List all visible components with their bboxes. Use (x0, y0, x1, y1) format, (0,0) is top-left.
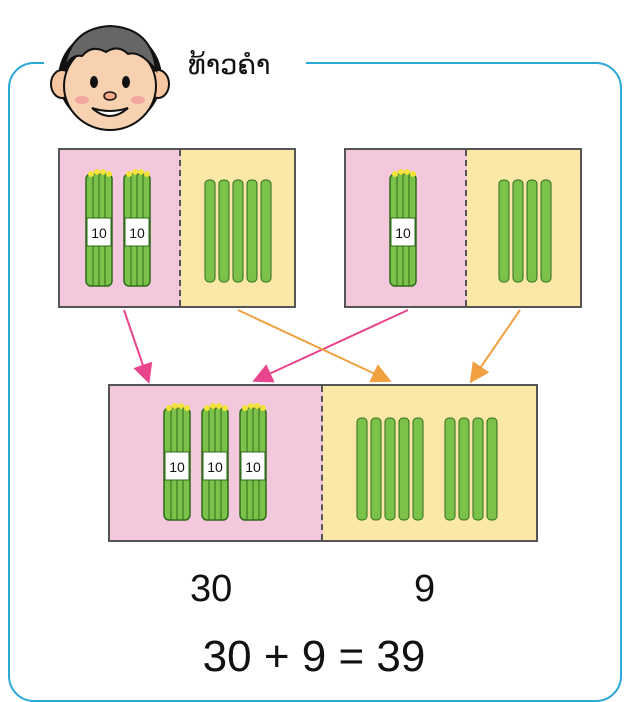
arrow-ones-left (237, 309, 392, 383)
ten-bundle: 10 (162, 402, 192, 522)
top-left-place-value-box: 10 10 (58, 148, 296, 308)
top-right-place-value-box: 10 (344, 148, 582, 308)
ten-bundle: 10 (122, 168, 152, 288)
tens-value: 30 (190, 568, 233, 610)
ten-bundle: 10 (238, 402, 268, 522)
arrow-tens-right (252, 309, 409, 383)
bundle-label: 10 (129, 225, 145, 241)
top-right-tens-area: 10 (346, 150, 467, 306)
ones-sticks-4 (443, 416, 499, 522)
combined-place-value-box: 10 10 10 (108, 384, 538, 542)
ten-bundle: 10 (388, 168, 418, 288)
top-left-tens-area: 10 10 (60, 150, 181, 306)
ones-sticks-4 (497, 178, 553, 284)
bundle-label: 10 (169, 459, 185, 475)
boy-face-icon (40, 14, 180, 134)
arrow-tens-left (123, 309, 153, 384)
ones-sticks-5 (355, 416, 425, 522)
ten-bundle: 10 (200, 402, 230, 522)
character-name: ທ້າວຄໍາ (188, 50, 271, 80)
arrow-ones-right (469, 309, 521, 384)
equation: 30 + 9 = 39 (202, 632, 426, 681)
ones-value: 9 (414, 568, 436, 610)
combined-tens-area: 10 10 10 (110, 386, 323, 540)
top-left-ones-area (180, 150, 294, 306)
bundle-label: 10 (395, 225, 411, 241)
ten-bundle: 10 (84, 168, 114, 288)
combined-ones-area (323, 386, 536, 540)
bundle-label: 10 (207, 459, 223, 475)
combine-arrows (123, 309, 521, 384)
bundle-label: 10 (245, 459, 261, 475)
top-right-ones-area (466, 150, 580, 306)
ones-sticks-5 (203, 178, 273, 284)
bundle-label: 10 (91, 225, 107, 241)
